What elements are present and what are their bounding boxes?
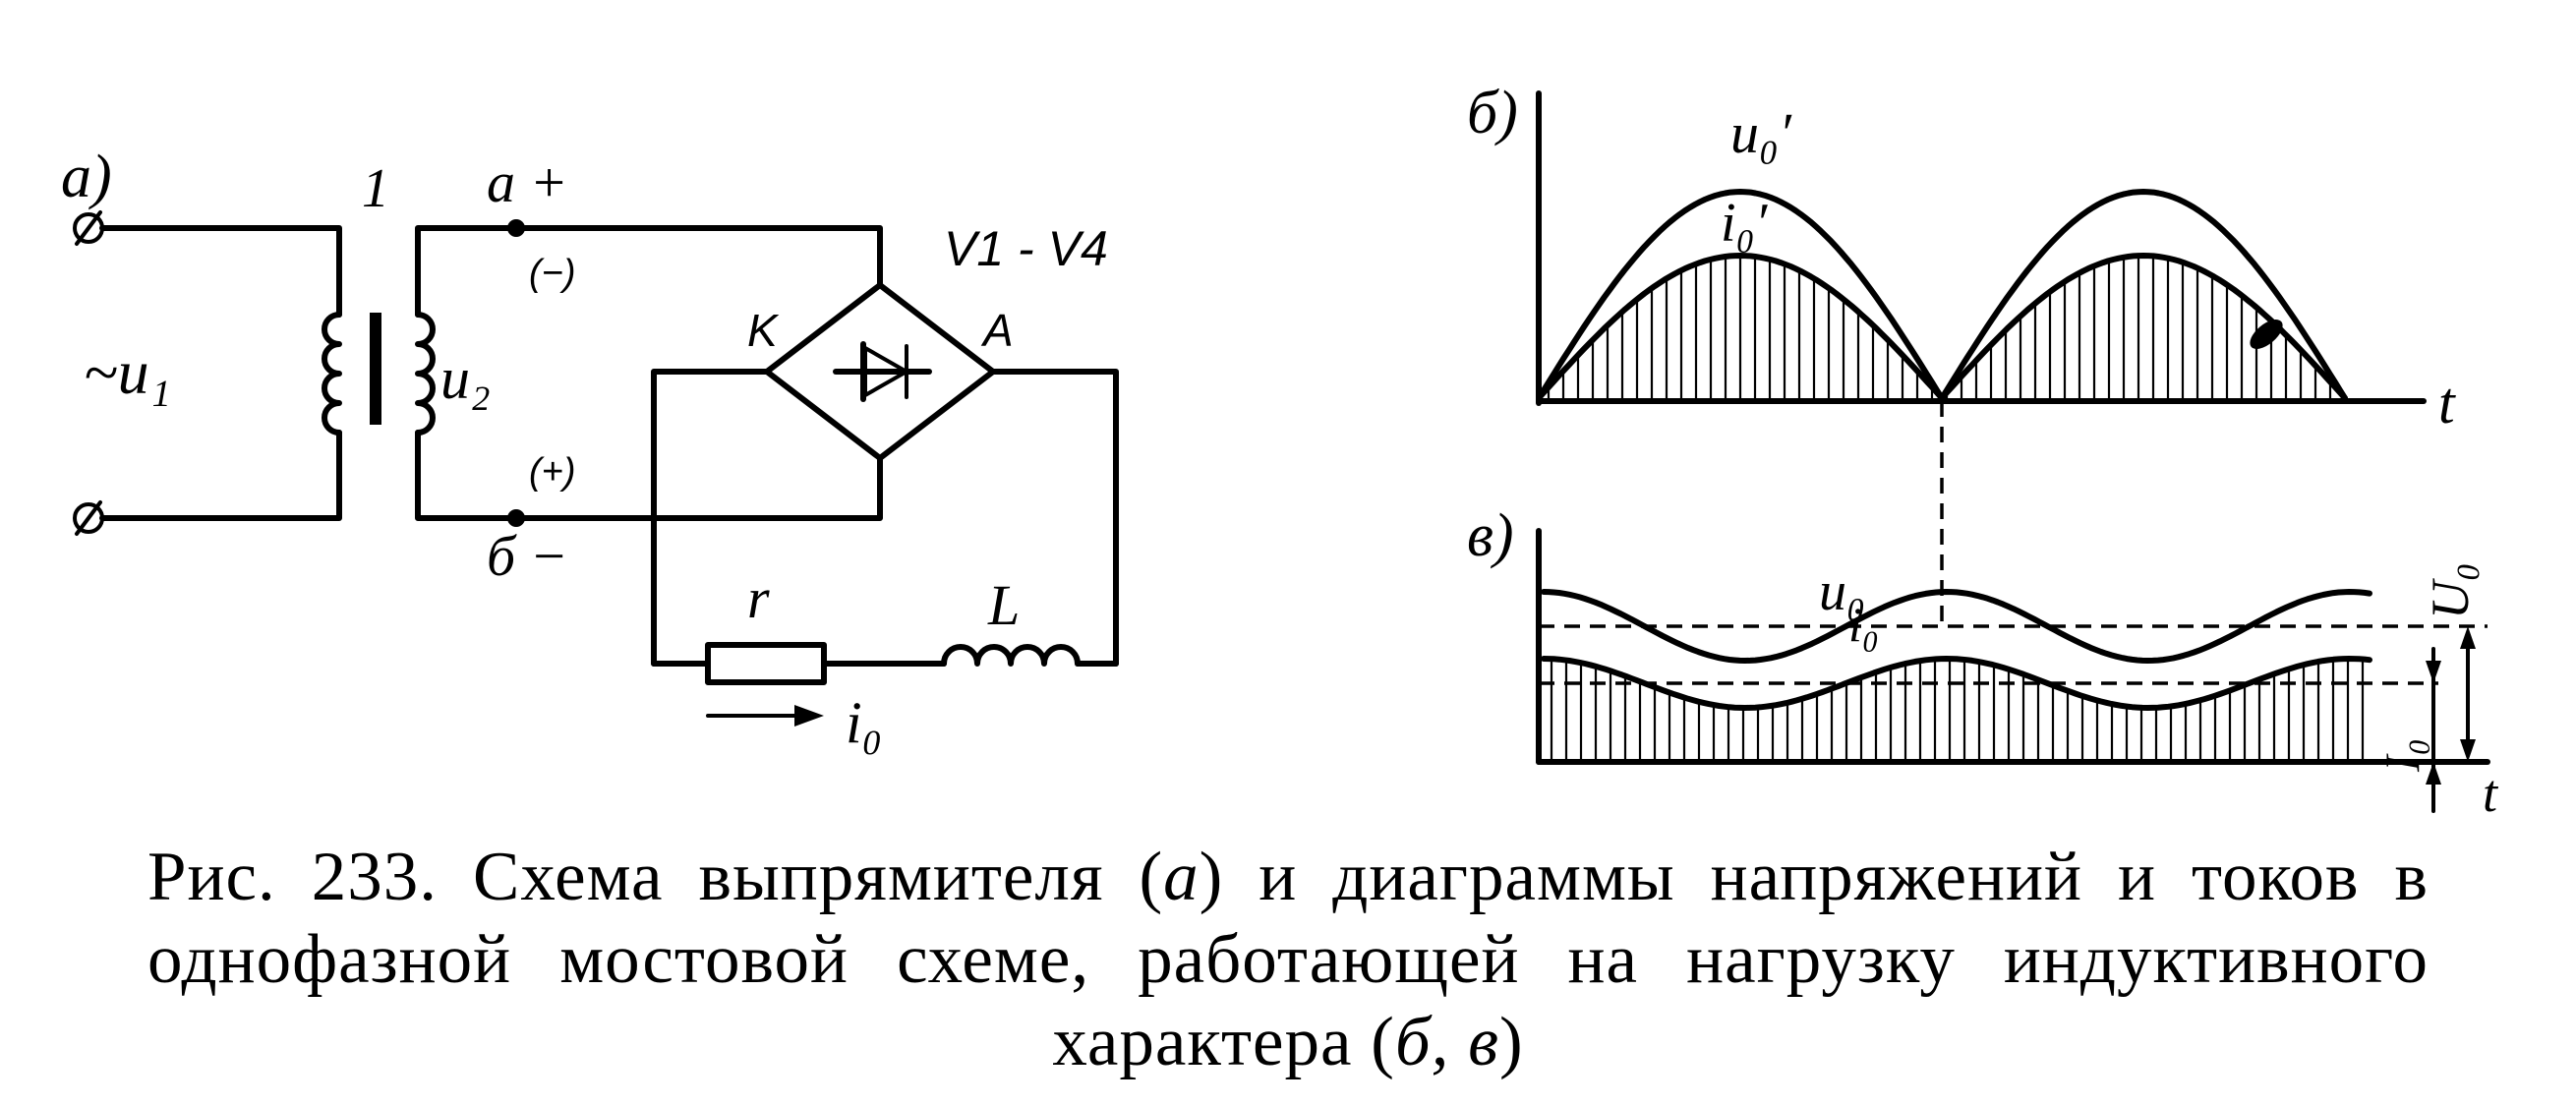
bridge-lead-left (651, 369, 770, 667)
input-terminal-top (73, 210, 104, 246)
diagram-b-current-label: i₀′ (1721, 193, 1768, 254)
diagram-b-voltage-curve (1536, 189, 2348, 401)
diode-icon (833, 341, 932, 402)
secondary-winding (415, 312, 436, 436)
node-b (507, 509, 525, 527)
node-b-label: б − (487, 524, 568, 588)
diagram-b: б) t u₀′ i₀′ (1467, 80, 2456, 629)
bridge-lead-right (990, 369, 1119, 667)
diagram-b-current-hatching (1547, 256, 2332, 401)
current-label: i₀ (846, 690, 883, 755)
cathode-label: K (747, 305, 780, 356)
diagram-v-I0-label: I₀ (2374, 738, 2430, 773)
node-a-alt-label: (−) (529, 253, 576, 294)
node-a (507, 219, 525, 237)
secondary-lead-bottom (415, 430, 657, 521)
primary-lead-bottom (99, 430, 342, 521)
primary-lead-top (99, 225, 342, 318)
caption-panel-a: а (1163, 839, 1200, 915)
diagram-v-U0-label: U₀ (2421, 562, 2480, 619)
diagram-v-t-label: t (2483, 764, 2499, 823)
node-b-alt-label: (+) (529, 451, 576, 493)
secondary-lead-top (415, 225, 883, 318)
diagram-b-current-curve (1536, 253, 2348, 401)
node-a-label: a + (487, 150, 568, 214)
bridge-label: V1 - V4 (944, 221, 1108, 276)
diagram-b-marker (2250, 320, 2283, 349)
u1-label: ~u₁ (84, 337, 171, 407)
diagram-v-I0-dimension (2426, 647, 2441, 813)
input-terminal-bottom (73, 500, 104, 536)
inductor (941, 644, 1081, 667)
caption-body: ) и диаграммы напряжений и токов в одноф… (147, 839, 2447, 1080)
diagram-b-t-label: t (2438, 371, 2456, 436)
diagram-v-U0-dimension (2460, 626, 2476, 762)
circuit-panel-label: а) (61, 144, 112, 210)
diagram-v-current-hatching (1550, 659, 2365, 762)
anode-label: A (980, 305, 1014, 356)
diagram-v-current-label: i₀ (1848, 597, 1879, 652)
current-arrow-icon (706, 705, 824, 727)
resistor (705, 642, 827, 685)
inductor-label: L (987, 573, 1020, 637)
diagram-v-voltage-label: u₀ (1819, 561, 1865, 622)
resistor-label: r (747, 566, 770, 630)
caption-panels-bv: б, в (1394, 1004, 1499, 1080)
transformer-label: 1 (362, 158, 389, 219)
u2-label: u₂ (440, 346, 491, 411)
diagram-b-voltage-label: u₀′ (1730, 101, 1792, 165)
diagram-b-panel-label: б) (1467, 80, 1518, 146)
diagram-v-current-curve (1541, 656, 2372, 711)
primary-winding (322, 312, 342, 436)
bridge-lead-bottom (651, 455, 883, 521)
diagram-v: в) u₀ i₀ U₀ I₀ t (1467, 502, 2499, 823)
caption-suffix: ) (1498, 1004, 1524, 1080)
diagram-v-voltage-curve (1541, 589, 2372, 664)
caption-prefix: Рис. 233. Схема выпрямителя ( (147, 839, 1164, 915)
diagram-v-panel-label: в) (1467, 502, 1514, 569)
figure-caption: Рис. 233. Схема выпрямителя (а) и диагра… (147, 836, 2429, 1083)
circuit-schematic: а) ~u₁ 1 u₂ a + (−) (+) б − (61, 144, 1119, 755)
